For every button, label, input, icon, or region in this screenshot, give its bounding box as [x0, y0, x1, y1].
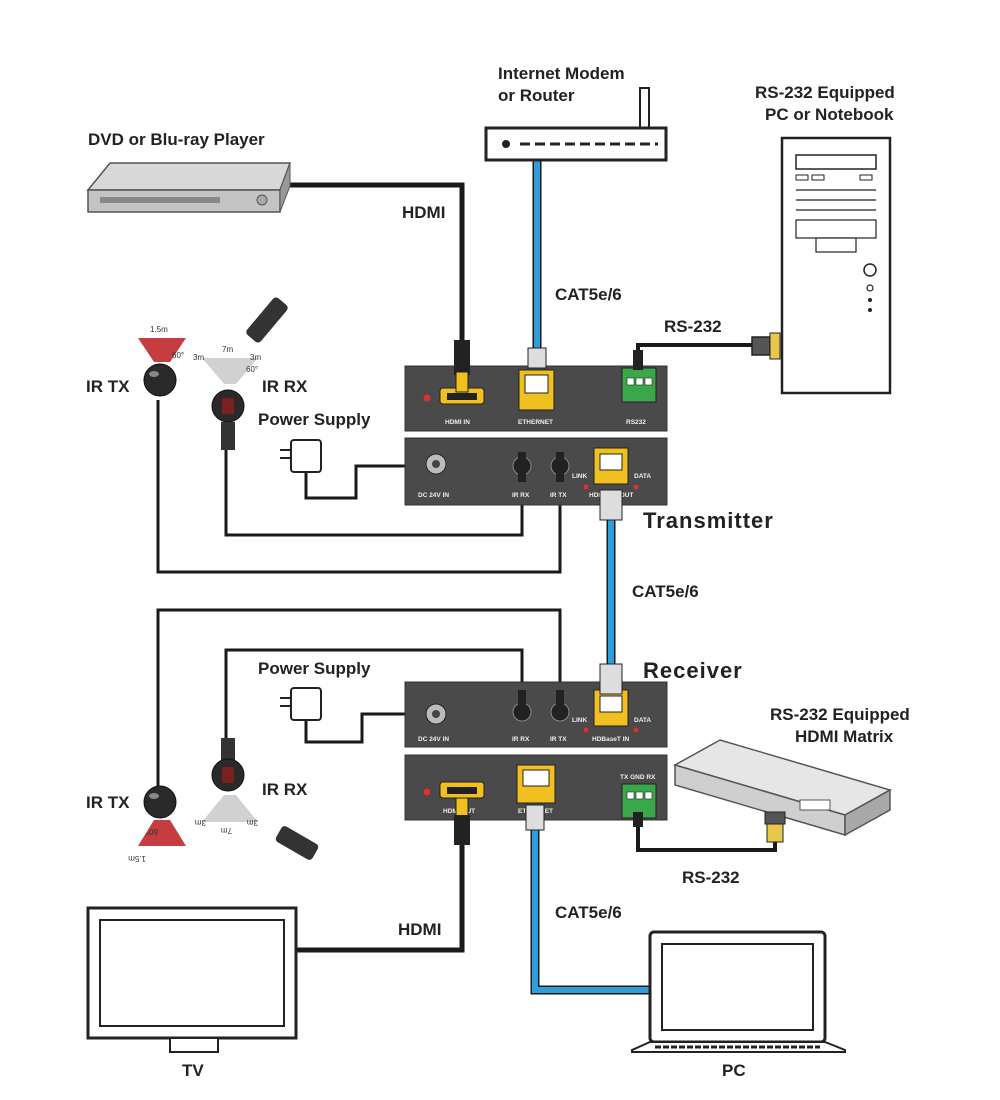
ir-tx-range-bottom: 1.5m	[128, 854, 146, 863]
label-dvd-player: DVD or Blu-ray Player	[88, 130, 265, 149]
tx-port-ir-tx: IR TX	[550, 492, 567, 499]
ir-tx-cable-bottom	[156, 608, 562, 790]
ir-rx-center-top: 7m	[222, 345, 233, 354]
label-power-bottom: Power Supply	[258, 659, 371, 678]
label-rs232-matrix-line2: HDMI Matrix	[795, 727, 894, 746]
transmitter-front-panel: HDMI IN ETHERNET RS232	[404, 340, 668, 432]
ir-tx-angle-bottom: 60°	[146, 827, 158, 836]
label-cat-bottom: CAT5e/6	[555, 903, 622, 922]
label-rs232-pc-line2: PC or Notebook	[765, 105, 894, 124]
label-rs232-matrix-line1: RS-232 Equipped	[770, 705, 910, 724]
label-tv: TV	[182, 1061, 204, 1080]
rs232-cable-top	[636, 343, 752, 358]
rx-port-ir-rx: IR RX	[512, 736, 530, 743]
ir-rx-angle-top: 60°	[246, 365, 258, 374]
hdmi-cable-dvd-to-transmitter	[290, 182, 465, 345]
label-ir-rx-top: IR RX	[262, 377, 308, 396]
label-ir-tx-bottom: IR TX	[86, 793, 130, 812]
label-rs232-top: RS-232	[664, 317, 722, 336]
ir-tx-emitter-bottom	[138, 785, 186, 846]
rx-port-rs232-pins: TX GND RX	[620, 774, 656, 781]
ir-tx-emitter-top	[138, 338, 186, 397]
ir-rx-right-top: 3m	[250, 353, 261, 362]
ir-rx-right-bottom: 3m	[247, 818, 258, 827]
rx-port-ir-tx: IR TX	[550, 736, 567, 743]
rx-data-label: DATA	[634, 717, 651, 724]
ir-tx-range-top: 1.5m	[150, 325, 168, 334]
ir-rx-cable-bottom	[224, 648, 524, 738]
rx-link-label: LINK	[572, 717, 587, 724]
transmitter-back-panel: DC 24V IN IR RX IR TX HDBaseT OUT LINK D…	[404, 437, 668, 521]
rs232-cable-bottom	[636, 825, 777, 852]
label-router-line1: Internet Modem	[498, 64, 625, 83]
hdmi-matrix-device	[673, 739, 892, 988]
ir-tx-angle-top: 60°	[172, 351, 184, 360]
label-transmitter: Transmitter	[643, 508, 774, 533]
tx-port-rs232: RS232	[626, 419, 646, 426]
rx-port-dc: DC 24V IN	[418, 736, 449, 743]
tx-port-ethernet: ETHERNET	[518, 419, 553, 426]
tx-data-label: DATA	[634, 473, 651, 480]
power-adapter-top	[280, 439, 322, 473]
tx-port-hdmi-in: HDMI IN	[445, 419, 470, 426]
label-receiver: Receiver	[643, 658, 743, 683]
laptop-device	[631, 930, 846, 1053]
ir-rx-left-bottom: 3m	[195, 818, 206, 827]
remote-control-bottom	[275, 826, 319, 860]
label-hdmi-top: HDMI	[402, 203, 445, 222]
cat-cable-receiver-to-pc	[530, 830, 655, 995]
hdmi-cable-receiver-to-tv	[297, 840, 465, 953]
ir-rx-center-bottom: 7m	[221, 826, 232, 835]
label-rs232-bottom: RS-232	[682, 868, 740, 887]
label-cat-mid: CAT5e/6	[632, 582, 699, 601]
ir-rx-cable-top	[224, 450, 524, 537]
label-ir-rx-bottom: IR RX	[262, 780, 308, 799]
tx-port-dc: DC 24V IN	[418, 492, 449, 499]
power-cable-top	[304, 464, 418, 500]
rx-port-hdbaset-in: HDBaseT IN	[592, 736, 630, 743]
label-ir-tx-top: IR TX	[86, 377, 130, 396]
receiver-back-panel: DC 24V IN IR RX IR TX HDBaseT IN LINK DA…	[404, 663, 668, 748]
ir-rx-sensor-top	[202, 358, 258, 450]
tx-port-ir-rx: IR RX	[512, 492, 530, 499]
receiver-front-panel: HDMI OUT ETHERNET TX GND RX	[404, 754, 668, 845]
pc-tower-device	[751, 136, 892, 395]
label-router-line2: or Router	[498, 86, 575, 105]
ir-rx-sensor-bottom	[202, 738, 258, 822]
label-hdmi-bottom: HDMI	[398, 920, 441, 939]
power-adapter-bottom	[280, 687, 322, 721]
label-rs232-pc-line1: RS-232 Equipped	[755, 83, 895, 102]
dvd-player-device	[86, 162, 292, 213]
label-pc: PC	[722, 1061, 746, 1080]
label-cat-top: CAT5e/6	[555, 285, 622, 304]
router-device	[484, 87, 668, 162]
ir-tx-cable-top	[156, 400, 562, 574]
remote-control-top	[246, 297, 288, 343]
tx-link-label: LINK	[572, 473, 587, 480]
tv-device	[86, 906, 298, 1053]
power-cable-bottom	[304, 712, 418, 744]
ir-rx-left-top: 3m	[193, 353, 204, 362]
label-power-top: Power Supply	[258, 410, 371, 429]
